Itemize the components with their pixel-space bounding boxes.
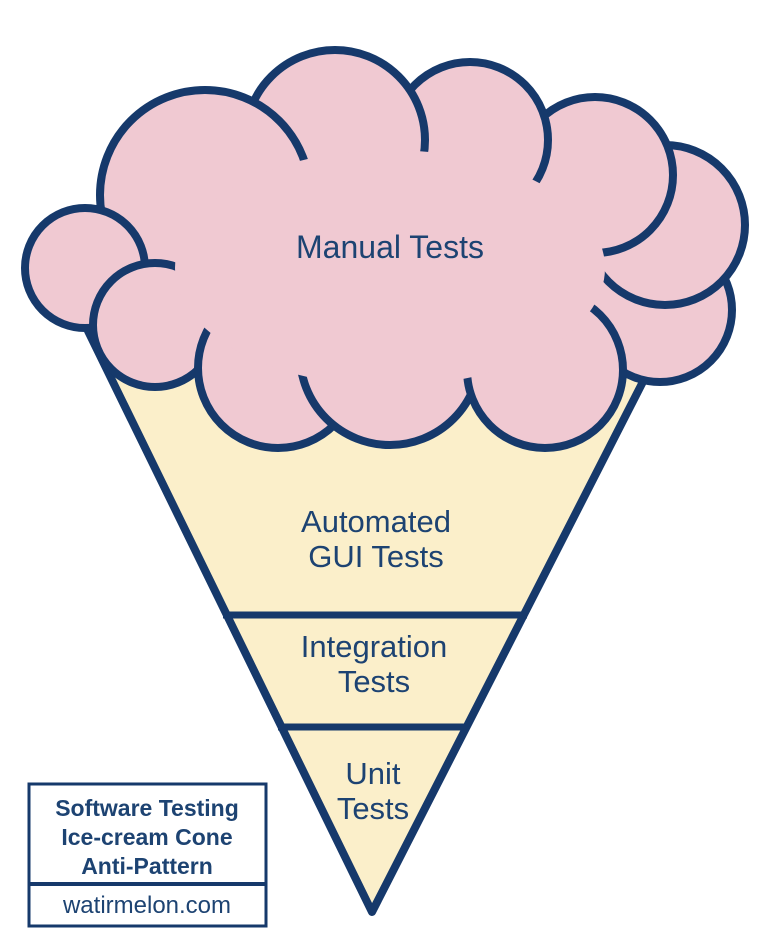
legend-title-line2: Ice-cream Cone	[61, 824, 232, 850]
automated-gui-tests-label-line1: Automated	[301, 504, 451, 539]
legend-website: watirmelon.com	[62, 892, 231, 919]
manual-tests-label: Manual Tests	[296, 229, 484, 265]
automated-gui-tests-label-line2: GUI Tests	[308, 539, 444, 574]
legend-title-line3: Anti-Pattern	[81, 853, 213, 879]
legend-title-line1: Software Testing	[55, 795, 239, 821]
unit-tests-label-line2: Tests	[337, 791, 409, 826]
legend-box: Software Testing Ice-cream Cone Anti-Pat…	[27, 782, 268, 928]
legend-box-frame	[27, 782, 268, 928]
cloud-filler	[175, 150, 605, 386]
cloud-shape	[21, 46, 749, 452]
unit-tests-label-line1: Unit	[345, 756, 401, 791]
integration-tests-label-line1: Integration	[301, 629, 448, 664]
integration-tests-label-line2: Tests	[338, 664, 410, 699]
